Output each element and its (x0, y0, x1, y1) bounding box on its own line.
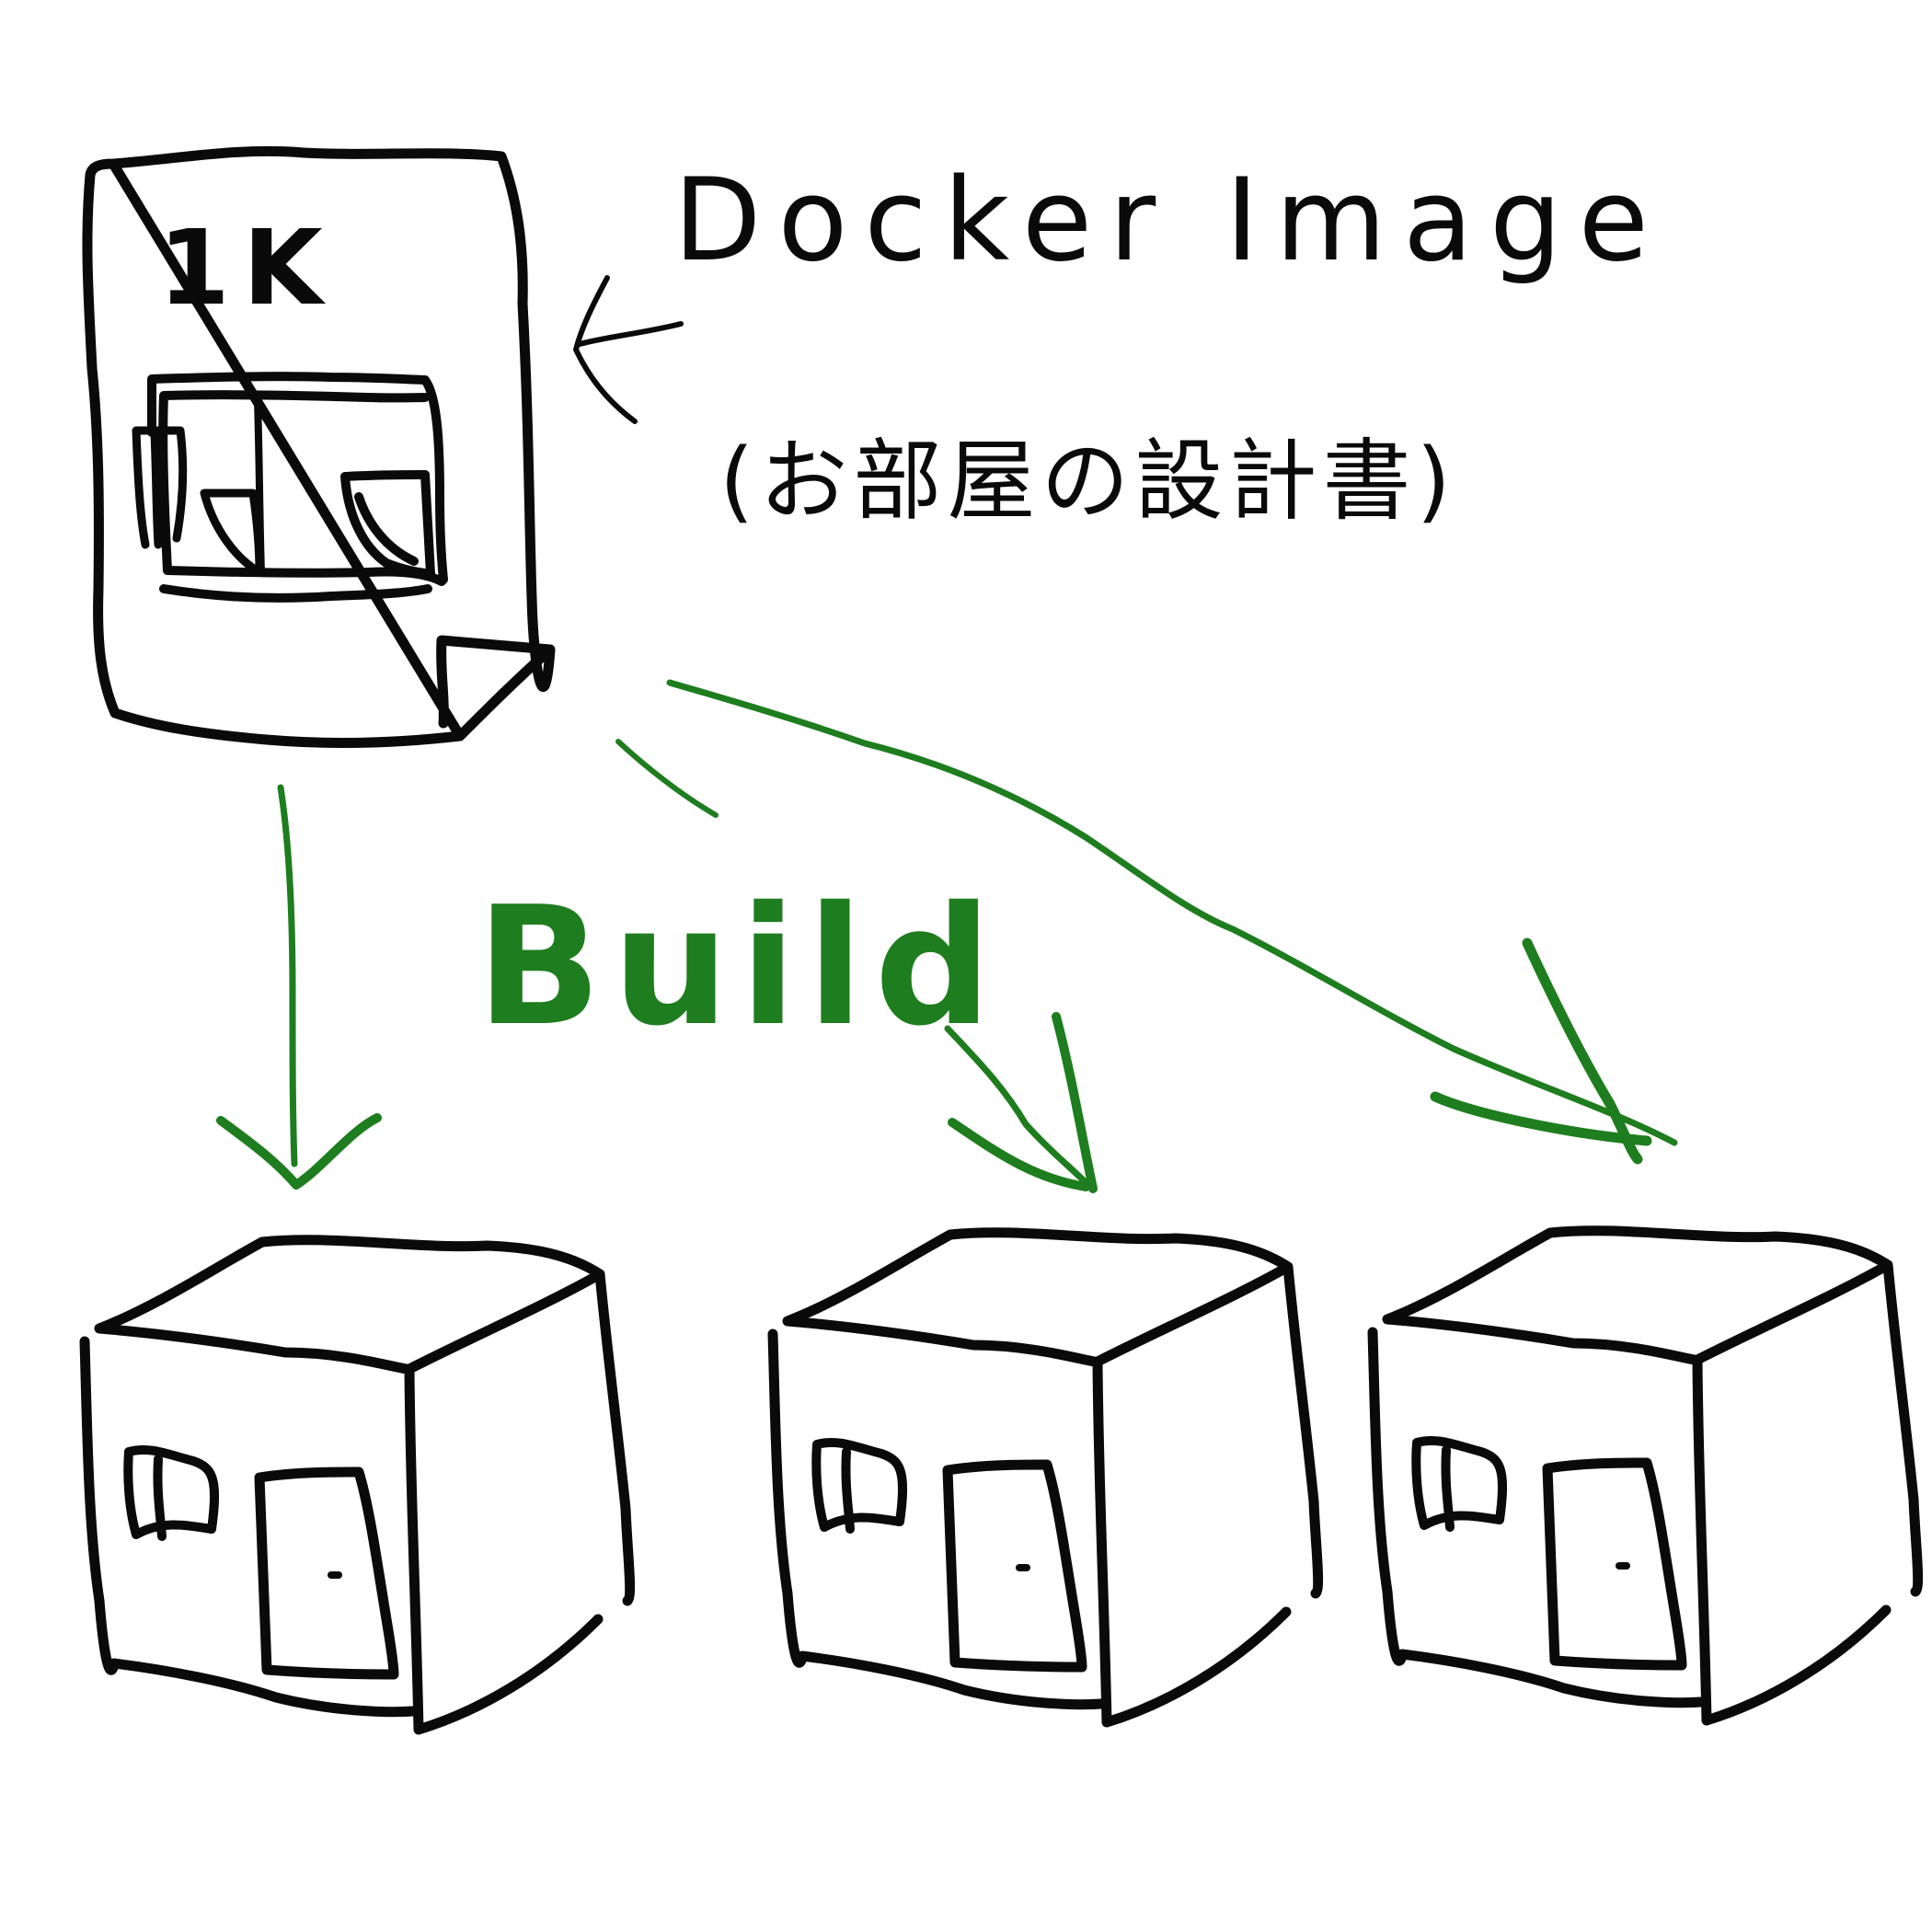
callout-arrow (573, 275, 684, 424)
plan-label: 1K (158, 209, 336, 328)
build-arrows: Build (216, 679, 1678, 1193)
floor-plan-rooms (132, 372, 448, 603)
docker-image-title: Docker Image (673, 155, 1665, 287)
build-arrow-1 (277, 784, 298, 1167)
floor-plan-document: 1K (82, 145, 556, 748)
container-1 (79, 1235, 636, 1735)
build-arrow-3 (666, 679, 1678, 1146)
docker-image-callout: Docker Image (お部屋の設計書) (573, 155, 1665, 533)
build-label: Build (477, 871, 1003, 1062)
build-arrow-2 (615, 739, 719, 818)
container-2 (767, 1227, 1324, 1728)
container-3 (1367, 1225, 1924, 1726)
docker-image-subtitle: (お部屋の設計書) (719, 430, 1456, 533)
